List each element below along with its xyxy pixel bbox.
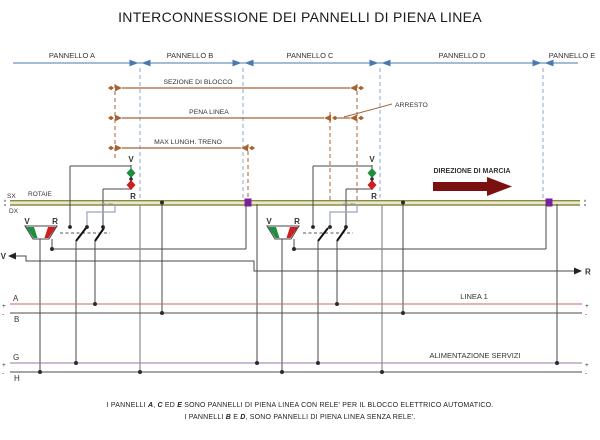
signal-head-middle: V R bbox=[266, 217, 300, 240]
r-arrow-icon bbox=[574, 267, 582, 275]
v-r-through-line: V R bbox=[1, 252, 591, 277]
panel-boundary-arrows bbox=[129, 59, 554, 67]
panel-d-label: PANNELLO D bbox=[439, 51, 487, 60]
mast-v-label: V bbox=[369, 155, 375, 164]
insulated-joint-left bbox=[244, 198, 252, 207]
svg-text:+: + bbox=[585, 303, 589, 310]
rails: SX ROTAIE DX bbox=[3, 191, 587, 215]
panel-c-label: PANNELLO C bbox=[287, 51, 335, 60]
red-lamp-icon bbox=[286, 227, 298, 238]
junction-dots bbox=[38, 177, 559, 374]
page-title: INTERCONNESSIONE DEI PANNELLI DI PIENA L… bbox=[118, 9, 482, 25]
red-lamp-icon bbox=[44, 227, 56, 238]
svg-text:+: + bbox=[2, 362, 6, 369]
green-lamp-icon bbox=[268, 227, 280, 238]
v-line-label: V bbox=[1, 252, 7, 261]
rail-sx-label: SX bbox=[7, 193, 16, 200]
head-v-label: V bbox=[24, 217, 30, 226]
wiring bbox=[39, 165, 558, 372]
rail-return-wires bbox=[139, 205, 383, 372]
r-line-label: R bbox=[585, 268, 591, 277]
signal-head-left: V R bbox=[24, 217, 58, 240]
direction-arrow bbox=[433, 177, 512, 196]
green-aspect-icon bbox=[126, 168, 136, 178]
red-aspect-icon bbox=[367, 180, 377, 190]
dimension-lines: SEZIONE DI BLOCCO PENA LINEA ARRESTO MAX… bbox=[108, 79, 428, 203]
alimentazione-label: ALIMENTAZIONE SERVIZI bbox=[430, 351, 521, 360]
head-r-label: R bbox=[294, 217, 300, 226]
arresto-label: ARRESTO bbox=[395, 102, 428, 109]
bus-b-label: B bbox=[14, 315, 19, 324]
panel-span-row: PANNELLO A PANNELLO B PANNELLO C PANNELL… bbox=[13, 51, 595, 203]
polarity-marks: + - + - + - + - bbox=[2, 303, 589, 377]
direction-of-travel: DIREZIONE DI MARCIA bbox=[433, 168, 512, 196]
svg-text:+: + bbox=[585, 362, 589, 369]
svg-text:+: + bbox=[2, 303, 6, 310]
footnote-line-2: I PANNELLI B E D, SONO PANNELLI DI PIENA… bbox=[184, 414, 416, 421]
relay-contacts-middle bbox=[303, 225, 353, 242]
svg-text:-: - bbox=[585, 370, 587, 377]
svg-text:-: - bbox=[2, 311, 4, 318]
green-lamp-icon bbox=[26, 227, 38, 238]
max-lungh-treno-label: MAX LUNGH. TRENO bbox=[154, 139, 222, 146]
mast-r-label: R bbox=[371, 192, 377, 201]
bus-h-label: H bbox=[14, 374, 20, 383]
v-arrow-icon bbox=[8, 252, 16, 260]
svg-text:-: - bbox=[585, 311, 587, 318]
red-aspect-icon bbox=[126, 180, 136, 190]
green-aspect-icon bbox=[367, 168, 377, 178]
mast-signal-middle: V R bbox=[367, 155, 377, 201]
sezione-di-blocco-label: SEZIONE DI BLOCCO bbox=[163, 79, 232, 86]
head-r-label: R bbox=[52, 217, 58, 226]
footnote-line-1: I PANNELLI A, C ED E SONO PANNELLI DI PI… bbox=[106, 402, 494, 409]
linea1-label: LINEA 1 bbox=[460, 292, 488, 301]
panel-a-label: PANNELLO A bbox=[49, 51, 95, 60]
rail-dx-label: DX bbox=[9, 208, 19, 215]
bus-a-label: A bbox=[13, 294, 19, 303]
mast-v-label: V bbox=[128, 155, 134, 164]
relay-contacts-left bbox=[60, 225, 110, 242]
dimension-dashed-guides bbox=[114, 84, 358, 203]
rotaie-label: ROTAIE bbox=[28, 191, 52, 198]
panel-b-label: PANNELLO B bbox=[167, 51, 214, 60]
bus-lines: A B G H LINEA 1 ALIMENTAZIONE SERVIZI + … bbox=[2, 292, 589, 383]
direction-label: DIREZIONE DI MARCIA bbox=[434, 168, 511, 175]
pena-linea-label: PENA LINEA bbox=[189, 109, 229, 116]
rail-continuation-marks bbox=[3, 199, 587, 207]
svg-text:-: - bbox=[2, 370, 4, 377]
head-v-label: V bbox=[266, 217, 272, 226]
arresto-callout-line bbox=[343, 103, 393, 118]
insulated-joint-right bbox=[545, 198, 553, 207]
mast-r-label: R bbox=[130, 192, 136, 201]
bus-g-label: G bbox=[13, 353, 19, 362]
track-circuit-taps bbox=[86, 203, 358, 225]
panel-e-label: PANNELLO E bbox=[549, 51, 596, 60]
